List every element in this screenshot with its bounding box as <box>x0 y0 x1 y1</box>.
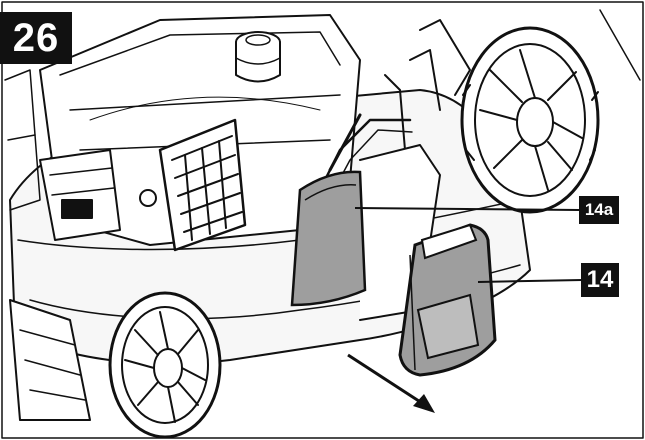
leader-line-14 <box>477 279 583 283</box>
removal-direction-arrow <box>347 353 435 413</box>
air-filter-housing <box>39 149 157 241</box>
deflector-flap-14a <box>290 170 367 307</box>
fuel-cap <box>235 31 281 83</box>
mulching-plug-14 <box>398 223 497 377</box>
front-wheel <box>108 291 222 439</box>
figure-number-badge: 26 <box>0 12 72 64</box>
rear-wheel <box>460 26 600 214</box>
callout-label-14: 14 <box>581 263 619 297</box>
callout-label-14a: 14a <box>579 196 619 224</box>
engine-grille <box>158 118 247 252</box>
leader-line-14a <box>354 207 581 211</box>
